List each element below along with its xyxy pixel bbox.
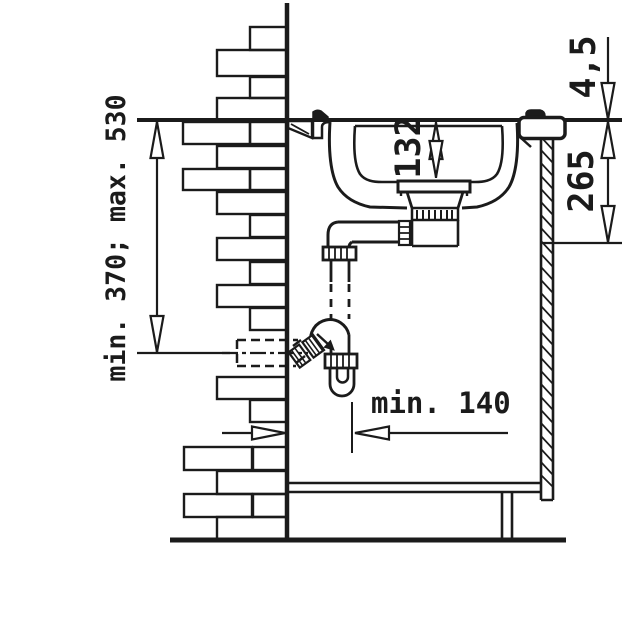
trap-neck (329, 335, 351, 354)
elbow-nut-ribs (328, 248, 348, 259)
dim-arrow-up (149, 121, 165, 160)
bowl-outer-left (327, 121, 408, 210)
bowl-inner-left (352, 125, 399, 184)
dim-arrow-down (149, 314, 165, 353)
cabinet-bottom-shelf (289, 481, 541, 494)
wall-outlet-box (222, 338, 308, 368)
drain-strainer (396, 179, 472, 248)
strainer-flange (396, 179, 472, 194)
dim-arrow-left (354, 425, 391, 441)
dim-arrow-down (428, 139, 444, 178)
dim-arrow-rim-down (600, 81, 616, 120)
dim-mounting-height: min. 370; max. 530 (101, 94, 230, 382)
dim-wall-distance: min. 140 (222, 386, 511, 453)
dim-rim-height-label: 4,5 (564, 35, 604, 98)
down-pipe-solid (329, 260, 351, 282)
drain-piping (287, 220, 399, 398)
dim-wall-distance-label: min. 140 (371, 386, 511, 420)
dim-arrow-clearance-up (600, 121, 616, 160)
down-pipe-dashed (329, 284, 351, 319)
elbow-coupling-nut (321, 245, 358, 262)
dim-rim-height-and-clearance: 4,5 265 (542, 35, 622, 245)
cabinet-leg (500, 492, 514, 538)
elbow-outer-curve (326, 220, 339, 247)
dim-bowl-depth: 132 (389, 115, 444, 179)
trap-to-wall-stubs (292, 339, 306, 364)
trap-coupling-nut (323, 352, 359, 370)
trap-nut-ribs (330, 355, 350, 367)
brick-wall-pattern (181, 25, 289, 541)
bowl-outer-right (461, 122, 520, 210)
flow-arrow-shaft (316, 333, 330, 346)
dim-arrow-clearance-down (600, 204, 616, 243)
dim-clearance-label: 265 (562, 149, 602, 212)
strainer-flange-tabs (399, 192, 469, 196)
dim-bowl-depth-label: 132 (389, 115, 429, 178)
worktop-left-section-hatch (290, 123, 310, 135)
trap-u-bend-inner (335, 368, 350, 384)
cabinet-side-panel-hatching (540, 123, 554, 488)
strainer-tail-strip-ribs (400, 226, 409, 240)
strainer-comb-teeth (416, 210, 453, 220)
sink-bowl (311, 109, 567, 210)
dim-arrow-right (250, 425, 286, 441)
trap-u-bend-outer (328, 368, 356, 398)
sink-rim-lip-left (312, 109, 329, 121)
sink-clip-hook (520, 137, 532, 148)
dim-mounting-height-label: min. 370; max. 530 (101, 94, 132, 381)
trap-angled-couplings (287, 333, 326, 370)
strainer-tail (410, 220, 460, 248)
flow-arrow-head (323, 339, 335, 351)
sink-rim-hook-left (311, 120, 331, 140)
sink-mounting-clip (517, 115, 567, 141)
strainer-body-sides (405, 191, 465, 209)
bowl-inner-right (469, 125, 505, 184)
